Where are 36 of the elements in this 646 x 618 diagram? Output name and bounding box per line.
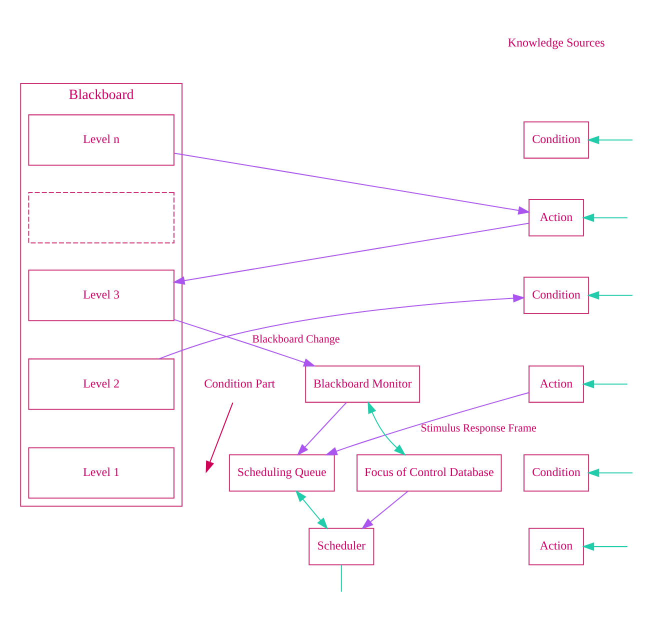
arrow [295, 490, 328, 530]
node-box: Scheduling Queue [228, 454, 335, 492]
node-box: Condition [524, 276, 590, 314]
node-box: Action [528, 528, 584, 566]
edge-label: Stimulus Response Frame [420, 422, 536, 434]
arrow [368, 401, 406, 456]
node-box: Blackboard Monitor [305, 366, 420, 403]
edge-label: Blackboard Change [252, 334, 340, 346]
node-box: Focus of Control Database [356, 454, 502, 492]
node-box: Level 3 [28, 270, 174, 322]
node-box: Level 2 [28, 358, 174, 410]
arrow [172, 222, 529, 285]
arrow [587, 136, 632, 144]
node-box: Scheduler [308, 528, 374, 566]
arrow [174, 152, 530, 215]
node-box: Action [528, 199, 584, 236]
arrow [587, 291, 632, 300]
node-box: Condition [524, 454, 590, 492]
node-box: Action [528, 366, 584, 403]
arrow [296, 402, 347, 456]
node-box: Level n [28, 114, 174, 166]
node-box: Level 1 [28, 447, 174, 499]
arrow [361, 490, 408, 530]
arrow [587, 468, 632, 478]
arrow [582, 380, 628, 388]
connector [340, 564, 342, 592]
node-box [28, 192, 174, 244]
arrow [325, 392, 530, 456]
arrow [582, 213, 628, 222]
arrow [158, 294, 526, 360]
node-text: Condition Part [204, 376, 275, 390]
arrow [582, 542, 628, 551]
label: Knowledge Sources [508, 35, 605, 50]
node-box: Condition [524, 121, 590, 159]
arrow [206, 402, 234, 474]
arrow [174, 319, 316, 366]
